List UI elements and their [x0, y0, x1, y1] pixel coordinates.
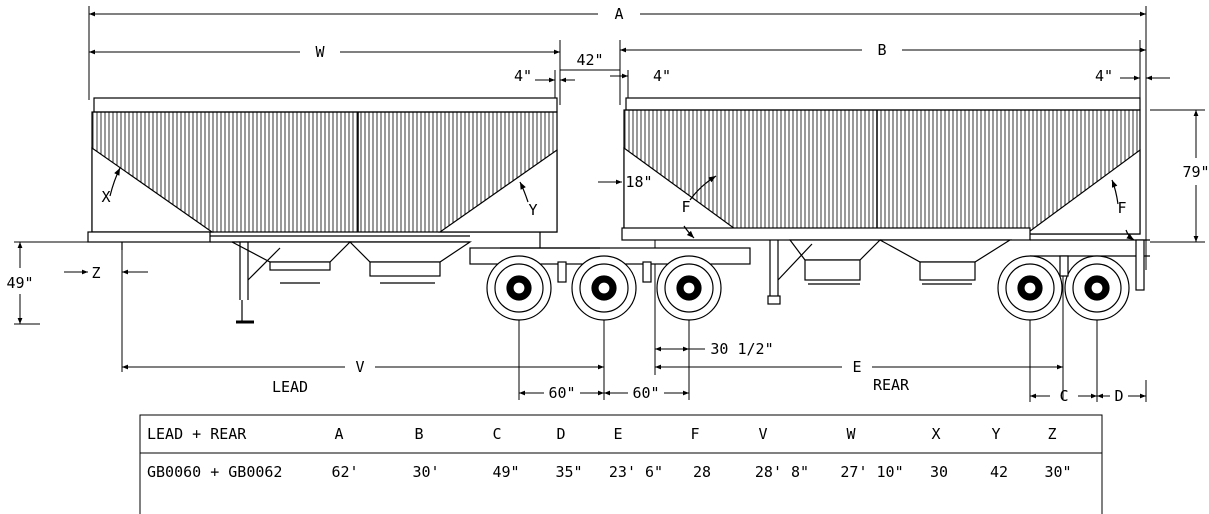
dim-79: 79" [1182, 163, 1209, 181]
rear-trailer [621, 97, 1150, 305]
table-header: V [758, 425, 767, 443]
table-row: GB0060 + GB0062 62' 30' 49" 35" 23' 6" 2… [147, 463, 1072, 481]
table-header: B [414, 425, 423, 443]
table-cell: 62' [331, 463, 358, 481]
table-cell: GB0060 + GB0062 [147, 463, 282, 481]
table-cell: 42 [990, 463, 1008, 481]
dim-F-front: F [681, 198, 690, 216]
table-header: E [613, 425, 622, 443]
table-header-row: LEAD + REAR A B C D E F V W X Y Z [147, 425, 1057, 443]
table-header: W [846, 425, 856, 443]
dim-V: V [355, 358, 364, 376]
dim-W: W [315, 43, 325, 61]
dim-60-a: 60" [548, 384, 575, 402]
label-lead: LEAD [272, 378, 308, 396]
dim-B: B [877, 41, 886, 59]
dim-D: D [1114, 387, 1123, 405]
dim-49: 49" [6, 274, 33, 292]
table-header: D [556, 425, 565, 443]
label-rear: REAR [873, 376, 910, 394]
spec-table: LEAD + REAR A B C D E F V W X Y Z GB0060… [139, 414, 1103, 514]
table-cell: 35" [555, 463, 582, 481]
table-header: Z [1047, 425, 1056, 443]
wheel-lead-2 [571, 255, 637, 321]
dim-X: X [101, 188, 110, 206]
dim-60-b: 60" [632, 384, 659, 402]
wheel-dolly [656, 255, 722, 321]
wheels [486, 255, 1130, 321]
table-header: F [690, 425, 699, 443]
table-cell: 28 [693, 463, 711, 481]
wheel-rear-2 [1064, 255, 1130, 321]
table-header: Y [991, 425, 1000, 443]
wheel-lead-1 [486, 255, 552, 321]
dim-4-rear-back: 4" [1095, 67, 1113, 85]
dim-30-half: 30 1/2" [710, 340, 773, 358]
dim-Z: Z [91, 264, 100, 282]
table-cell: 23' 6" [609, 463, 663, 481]
dim-4-lead: 4" [514, 67, 532, 85]
table-cell: 30' [412, 463, 439, 481]
dim-E: E [852, 358, 861, 376]
table-cell: 27' 10" [840, 463, 903, 481]
wheel-rear-1 [997, 255, 1063, 321]
table-header: C [492, 425, 501, 443]
dim-F-rear: F [1117, 199, 1126, 217]
table-cell: 49" [492, 463, 519, 481]
table-cell: 30 [930, 463, 948, 481]
table-header: LEAD + REAR [147, 425, 247, 443]
lead-trailer [87, 97, 558, 324]
dim-42: 42" [576, 51, 603, 69]
dim-Y: Y [528, 201, 537, 219]
table-cell: 30" [1044, 463, 1071, 481]
dimension-labels: A W B 42" 4" 4" 4" 79" 49" Z X Y F F 18"… [6, 5, 1209, 405]
dim-A: A [614, 5, 623, 23]
dim-C: C [1059, 387, 1068, 405]
dim-18: 18" [625, 173, 652, 191]
table-cell: 28' 8" [755, 463, 809, 481]
table-header: X [931, 425, 940, 443]
axle-hangers [557, 255, 1069, 283]
table-header: A [334, 425, 343, 443]
dim-4-rear-front: 4" [653, 67, 671, 85]
dimension-lines [14, 6, 1205, 402]
